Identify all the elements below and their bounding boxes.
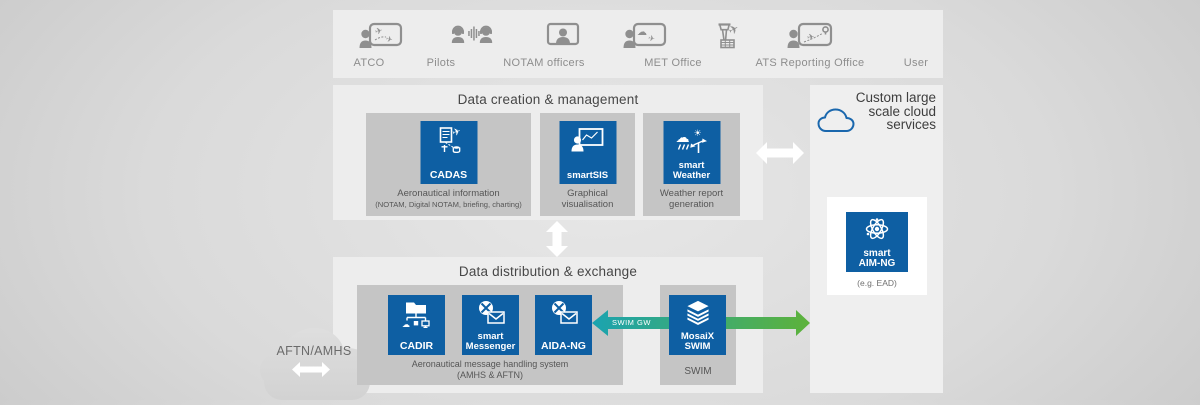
mosaix-swim-icon [686, 300, 709, 325]
aida-ng-icon [551, 301, 578, 324]
smartsis-tile: smartSIS [559, 121, 616, 184]
smartweather-label-line1: smart [678, 160, 705, 171]
persona-label-ats-reporting-office: ATS Reporting Office [755, 57, 865, 69]
cloud-services-panel: Custom large scale cloud services smart … [810, 85, 943, 393]
svg-text:✈: ✈ [385, 34, 394, 44]
cadas-caption: Aeronautical information (NOTAM, Digital… [366, 188, 531, 210]
cadir-label: CADIR [399, 339, 434, 352]
distribution-title: Data distribution & exchange [458, 264, 638, 279]
atco-icon: ✈ ✈ [359, 22, 403, 48]
notam-officers-icon [546, 22, 580, 46]
smart-messenger-label-line2: Messenger [465, 340, 516, 352]
svg-text:☁: ☁ [402, 320, 410, 329]
smartsis-caption-line1: Graphical [567, 188, 608, 199]
smartweather-caption-line1: Weather report [659, 188, 724, 199]
amhs-caption-line2: (AMHS & AFTN) [456, 369, 523, 380]
persona-label-notam-officers: NOTAM officers [503, 57, 585, 69]
cadir-icon: ☁ [402, 302, 430, 329]
cloud-outline-icon [817, 108, 855, 132]
smart-messenger-label: smart Messenger [466, 332, 516, 355]
svg-text:✈: ✈ [806, 32, 816, 43]
personas-bar: ✈ ✈ ☁ ✈ [333, 10, 943, 78]
swim-gw-label: SWIM GW [612, 318, 651, 327]
horizontal-double-arrow-icon [756, 142, 804, 164]
met-office-icon: ☁ ✈ [623, 22, 667, 48]
vertical-double-arrow-icon [546, 221, 568, 257]
cadas-box: ✈ CADAS Aeronautical information (NOTAM,… [366, 113, 531, 216]
cloud-services-title-line1: Custom large [855, 90, 936, 105]
aftn-double-arrow-icon [292, 362, 330, 377]
swim-box: MosaiX SWIM SWIM [660, 285, 736, 385]
cadas-icon: ✈ [439, 126, 463, 154]
svg-text:✈: ✈ [726, 21, 741, 38]
pilots-icon [451, 25, 493, 43]
smartweather-caption-line2: generation [669, 198, 714, 210]
tower-icon: ✈ [718, 21, 741, 49]
aftn-cloud-shape [260, 328, 372, 400]
persona-label-met-office: MET Office [644, 57, 702, 69]
svg-text:✈: ✈ [374, 26, 384, 38]
persona-label-user: User [903, 57, 929, 69]
cadas-tile: ✈ CADAS [420, 121, 477, 184]
smart-aim-ng-icon [865, 218, 889, 240]
ats-reporting-office-icon: ✈ [787, 22, 833, 48]
persona-label-pilots: Pilots [426, 57, 456, 69]
smartweather-icon: ☀ ☁ [676, 129, 707, 153]
mosaix-swim-label: MosaiX SWIM [681, 332, 714, 355]
svg-text:☁: ☁ [676, 130, 690, 146]
svg-text:☀: ☀ [694, 129, 702, 139]
ead-caption: (e.g. EAD) [857, 277, 897, 288]
aftn-amhs-cloud: AFTN/AMHS [250, 318, 378, 400]
cadir-tile: ☁ CADIR [388, 295, 445, 355]
cadas-caption-line2: (NOTAM, Digital NOTAM, briefing, chartin… [375, 199, 522, 209]
data-distribution-panel: Data distribution & exchange ☁ CADIR [333, 257, 763, 393]
smartsis-label: smartSIS [566, 169, 609, 181]
aida-ng-tile: AIDA-NG [535, 295, 592, 355]
mosaix-swim-label-line2: SWIM [684, 340, 711, 352]
data-creation-panel: Data creation & management ✈ CADAS Aeron… [333, 85, 763, 220]
smartsis-caption-line2: visualisation [561, 198, 614, 210]
aida-ng-label: AIDA-NG [541, 339, 586, 352]
cloud-services-title-line3: services [886, 117, 936, 132]
smart-aim-ng-label: smart AIM-NG [859, 249, 896, 272]
cadas-caption-line1: Aeronautical information [397, 188, 500, 199]
svg-text:✈: ✈ [647, 34, 655, 44]
smart-aim-ng-tile: smart AIM-NG [846, 212, 908, 272]
smartweather-label-line2: Weather [672, 169, 711, 181]
smart-messenger-icon [478, 301, 505, 324]
smartsis-box: smartSIS Graphical visualisation [540, 113, 635, 216]
svg-text:☁: ☁ [637, 27, 647, 38]
smartweather-label: smart Weather [673, 161, 710, 184]
cadas-label: CADAS [429, 168, 468, 181]
mosaix-swim-label-line1: MosaiX [680, 331, 715, 342]
creation-title: Data creation & management [457, 92, 639, 107]
swim-caption: SWIM [684, 366, 712, 377]
smartsis-icon [571, 128, 604, 152]
cloud-services-title-line2: scale cloud [868, 103, 936, 119]
smartweather-box: ☀ ☁ smart Weather Weather report generat… [643, 113, 740, 216]
cloud-services-title: Custom large scale cloud services [856, 91, 936, 132]
smartsis-caption: Graphical visualisation [540, 188, 635, 210]
amhs-caption: Aeronautical message handling system (AM… [357, 359, 623, 380]
smartweather-tile: ☀ ☁ smart Weather [663, 121, 720, 184]
amhs-box: ☁ CADIR smart Messenger [357, 285, 623, 385]
smart-messenger-tile: smart Messenger [462, 295, 519, 355]
persona-label-atco: ATCO [353, 57, 385, 69]
smart-aim-ng-label-line2: AIM-NG [858, 257, 896, 269]
smartweather-caption: Weather report generation [643, 188, 740, 210]
amhs-caption-line1: Aeronautical message handling system [411, 359, 569, 369]
svg-text:✈: ✈ [451, 126, 462, 139]
aftn-amhs-label: AFTN/AMHS [276, 344, 352, 358]
smart-aim-ng-label-line1: smart [863, 248, 891, 259]
smart-messenger-label-line1: smart [477, 331, 504, 342]
mosaix-swim-tile: MosaiX SWIM [669, 295, 726, 355]
ead-white-box: smart AIM-NG (e.g. EAD) [827, 197, 927, 295]
